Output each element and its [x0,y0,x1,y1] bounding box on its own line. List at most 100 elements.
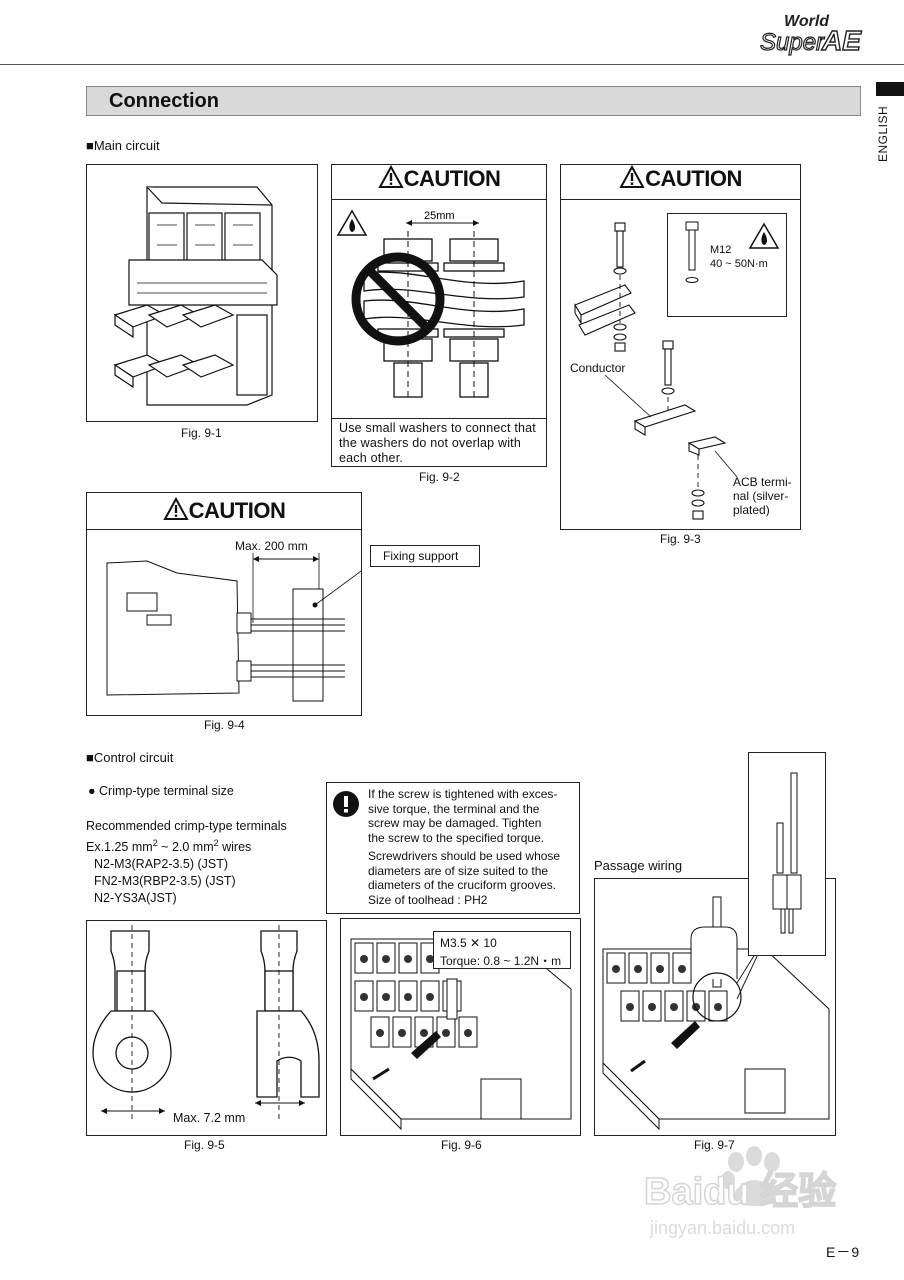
note-line: each other. [339,451,404,465]
fig-9-2-caution-box: CAUTION 25mm Use small washers to connec [331,164,547,467]
warning-triangle-icon [377,164,404,188]
divider [561,199,800,200]
language-tab: ENGLISH [874,100,896,170]
warning-line: sive torque, the terminal and the [368,801,540,816]
brand-logo: World Super AE [756,10,896,60]
fig-9-4-caution-header: CAUTION [87,493,361,529]
wire-size-text: ~ 2.0 mm [157,840,214,855]
paw-print-icon: Baidu 经验 jingyan.baidu.com [643,1146,837,1238]
divider [332,418,546,419]
screw-spec-callout: M3.5 ✕ 10 Torque: 0.8 ~ 1.2N・m [433,931,571,969]
divider [87,529,361,530]
baidu-watermark: Baidu 经验 jingyan.baidu.com [640,1140,860,1250]
max-width-label: Max. 7.2 mm [173,1111,246,1125]
terminal-block-illustration [350,938,572,1131]
page-number: E－9 [826,1244,861,1260]
fig-9-2-caution-header: CAUTION [332,164,546,199]
fig-9-6-caption: Fig. 9-6 [441,1138,482,1152]
terminal-model: N2-YS3A(JST) [94,891,177,906]
wire-size-text: wires [218,840,252,855]
recommended-label: Recommended crimp-type terminals [86,819,287,833]
dimension-text: 25mm [424,210,455,222]
bolt-spec-illustration [685,221,780,283]
crimp-terminal-illustration [92,925,320,1121]
bolt-size-label: M12 [710,244,732,256]
acb-terminal-label: ACB termi- nal (silver- plated) [733,475,792,517]
caution-label: CAUTION [645,166,742,191]
fig-9-4-caution-box: CAUTION Max. 200 mm [86,492,362,716]
control-circuit-heading: ■Control circuit [86,750,174,765]
fig-9-5-caption: Fig. 9-5 [184,1138,225,1152]
torque-label: 40 ~ 50N·m [710,258,768,270]
section-tab-marker [876,82,904,96]
exclamation-icon [333,791,359,817]
torque-spec-box: M12 40 ~ 50N·m [667,213,787,317]
fig-9-4-caption: Fig. 9-4 [204,718,245,732]
wire-size-sup: 2 [152,838,158,848]
watermark-brand: Baidu 经验 [644,1171,836,1213]
fixing-support-illustration [106,553,361,702]
breaker-illustration [113,186,278,406]
warning-triangle-icon [162,496,189,520]
terminal-model: N2-M3(RAP2-3.5) (JST) [94,857,229,872]
fig-9-1-caption: Fig. 9-1 [181,426,222,440]
language-tab-label: ENGLISH [876,105,890,162]
washer-note: Use small washers to connect that the wa… [339,421,543,466]
warning-text: If the screw is tightened with exces- si… [368,787,578,907]
fig-9-7-caption: Fig. 9-7 [694,1138,735,1152]
acb-label-line: plated) [733,503,770,517]
prohibited-icon [351,252,445,346]
wire-detail-inset [748,752,826,956]
acb-label-line: ACB termi- [733,475,792,489]
torque-warning-box: If the screw is tightened with exces- si… [326,782,580,914]
passage-wiring-illustration [602,896,830,1131]
terminal-model: FN2-M3(RBP2-3.5) (JST) [94,874,236,889]
washer-overlap-illustration: 25mm [336,209,525,401]
fig-9-3-caution-header: CAUTION [561,164,800,199]
wire-detail-illustration [772,772,802,934]
main-circuit-heading: ■Main circuit [86,138,160,153]
page-title: Connection [109,90,219,112]
warning-line: diameters are of size suited to the [368,863,549,878]
passage-wiring-label: Passage wiring [594,858,683,873]
divider [332,199,546,200]
note-line: Use small washers to connect that [339,421,536,435]
wire-size-line: Ex.1.25 mm2 ~ 2.0 mm2 wires [86,835,287,856]
conductor-label: Conductor [570,361,626,375]
warning-triangle-icon [619,164,645,188]
section-title-bar: Connection [86,86,861,116]
screw-torque-label: Torque: 0.8 ~ 1.2N・m [440,954,562,968]
warning-line: the screw to the specified torque. [368,830,545,845]
logo-world-text: World [784,13,830,30]
warning-line: diameters of the cruciform grooves. [368,878,557,892]
fig-9-5-frame: Max. 7.2 mm [86,920,327,1136]
warning-line: screw may be damaged. Tighten [368,816,542,830]
watermark-url: jingyan.baidu.com [649,1218,795,1238]
conductor-bolting-illustration [574,222,738,520]
caution-label: CAUTION [188,498,286,523]
note-line: the washers do not overlap with [339,436,521,450]
flammable-icon [336,209,368,236]
fig-9-1-frame [86,164,318,422]
max-dimension-label: Max. 200 mm [235,539,308,553]
header-rule [0,64,904,65]
warning-line: Size of toolhead : PH2 [368,892,488,907]
recommended-terminals-block: Recommended crimp-type terminals Ex.1.25… [86,818,287,907]
crimp-terminal-heading: ● Crimp-type terminal size [88,784,234,798]
wire-size-sup: 2 [213,838,219,848]
warning-line: If the screw is tightened with exces- [368,787,558,801]
acb-label-line: nal (silver- [733,489,789,503]
wire-size-text: Ex.1.25 mm [86,840,153,855]
fig-9-6-frame: M3.5 ✕ 10 Torque: 0.8 ~ 1.2N・m [340,918,581,1136]
fig-9-3-caution-box: CAUTION M12 40 ~ 50N·m [560,164,801,530]
fixing-support-label: Fixing support [383,549,459,563]
fixing-support-callout: Fixing support [370,545,480,567]
fig-9-3-caption: Fig. 9-3 [660,532,701,546]
flammable-icon [748,222,780,249]
logo-super-text: Super [760,29,825,56]
logo-ae-text: AE [821,25,862,56]
warning-line: Screwdrivers should be used whose [368,849,561,863]
caution-label: CAUTION [403,166,501,191]
screw-size-label: M3.5 ✕ 10 [440,936,497,950]
fig-9-2-caption: Fig. 9-2 [419,470,460,484]
